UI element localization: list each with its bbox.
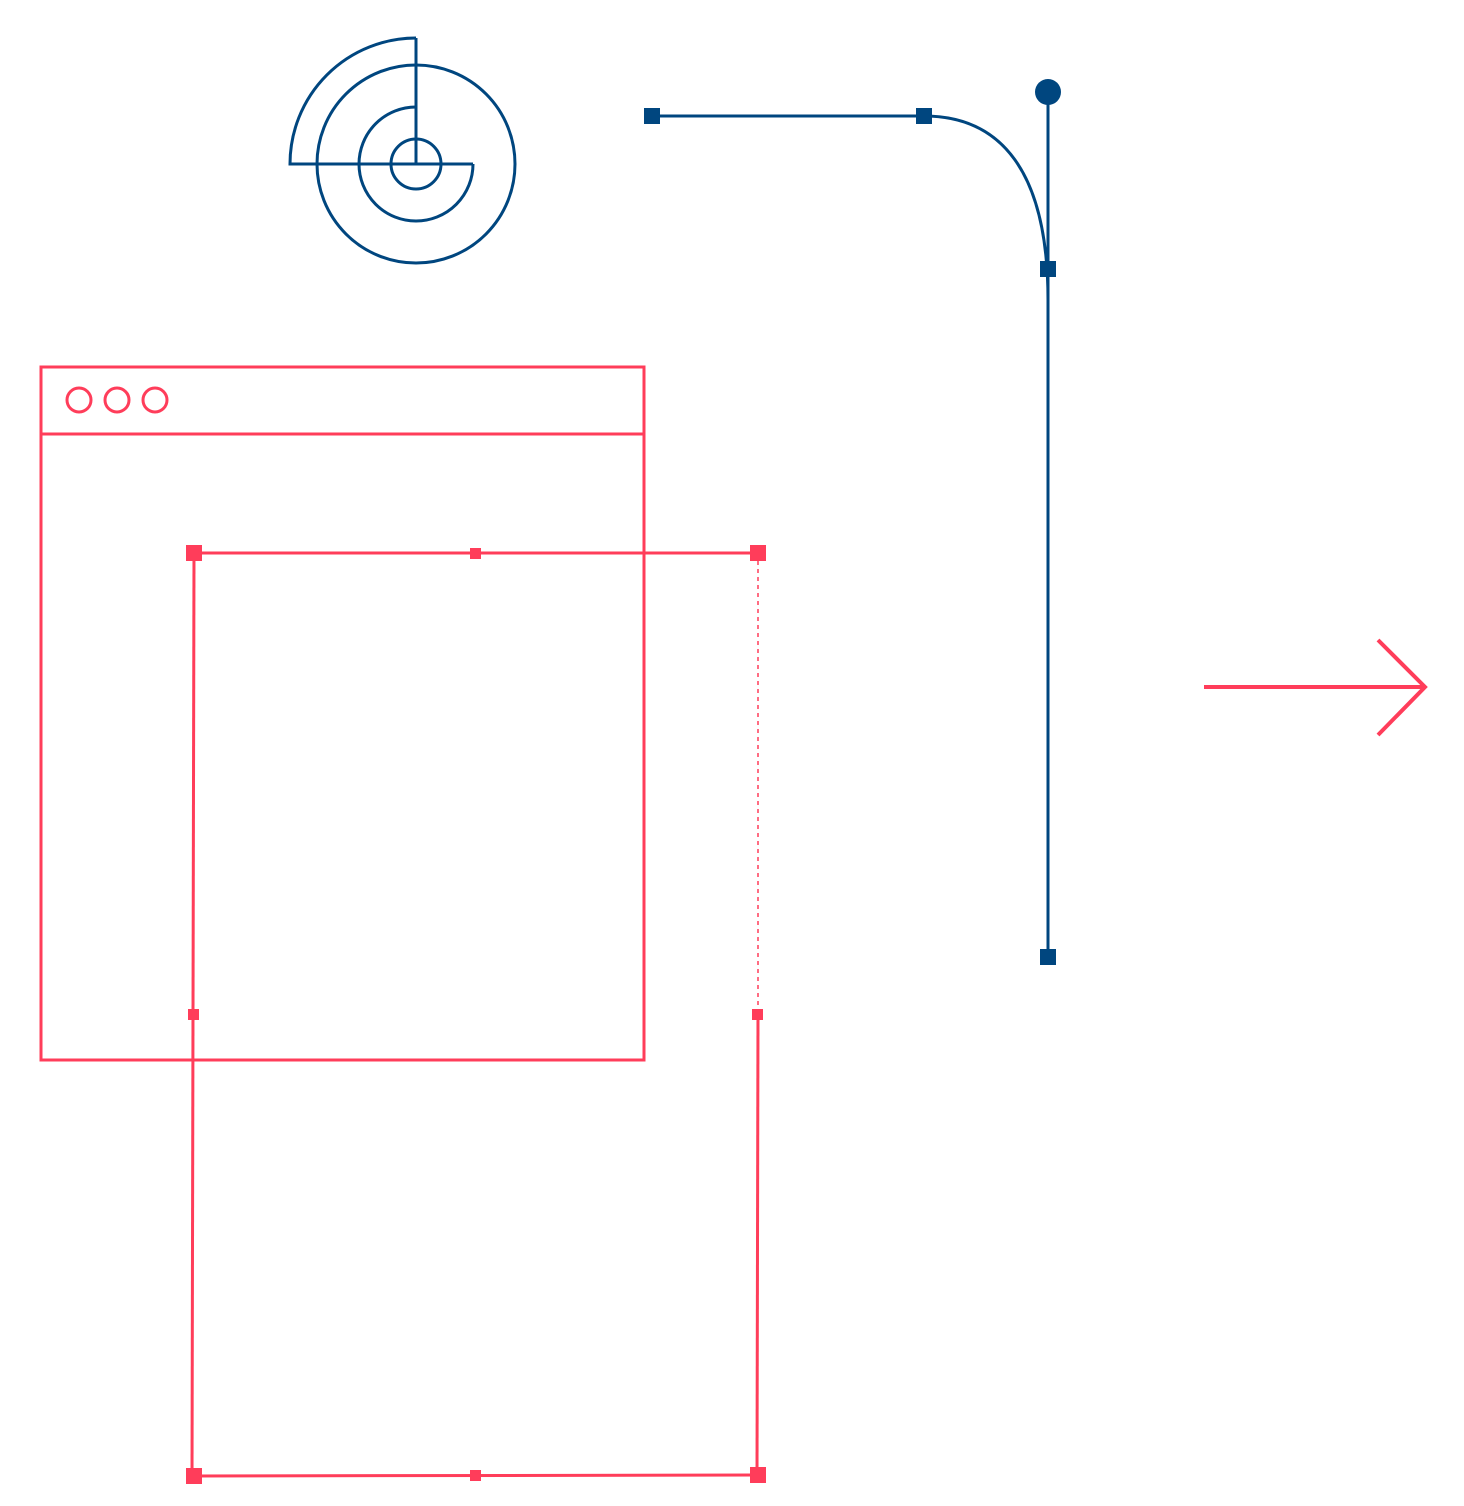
browser-window-icon — [39, 365, 646, 1062]
node-handle — [1040, 949, 1056, 965]
selection-box-icon — [186, 545, 766, 1484]
node-handle — [1040, 261, 1056, 277]
node-handle — [916, 108, 932, 124]
anchor-point-icon — [1035, 79, 1061, 105]
concentric-spiral-icon — [288, 36, 517, 265]
node-handle — [644, 108, 660, 124]
bezier-curve-path-icon — [644, 79, 1061, 965]
arrow-right-icon — [1204, 638, 1428, 737]
